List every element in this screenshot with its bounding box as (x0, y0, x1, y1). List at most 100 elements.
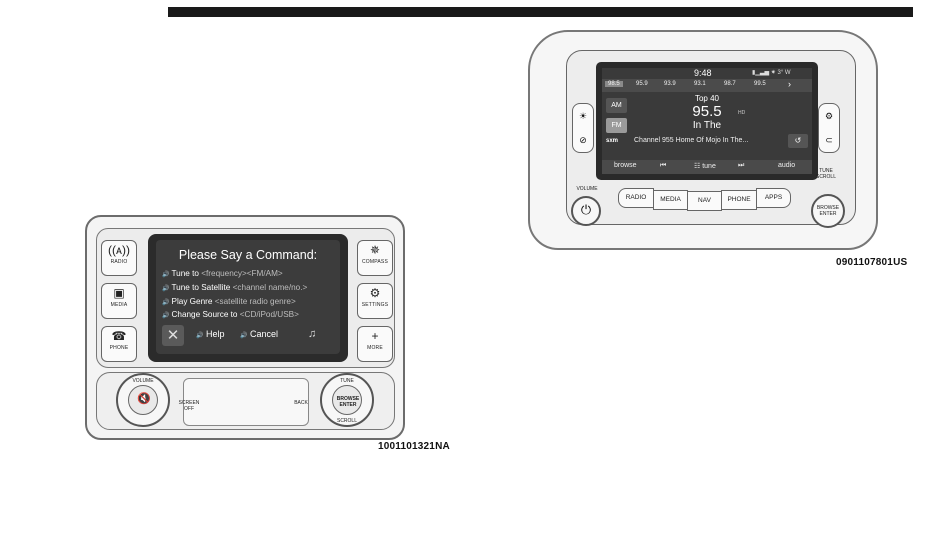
seek-forward-icon[interactable]: ⏭ (738, 162, 745, 169)
plus-icon: + (371, 329, 379, 343)
right-figure-caption: 0901107801US (836, 257, 908, 268)
hd-indicator: HD (738, 110, 746, 116)
preset-button[interactable]: 93.1 (694, 81, 706, 87)
back-icon: ⊂ (825, 135, 833, 145)
command-verb: Change Source to (171, 310, 238, 320)
command-argument: <channel name/no.> (232, 282, 308, 292)
apps-source-button[interactable]: APPS (756, 188, 791, 208)
compass-button[interactable]: ✵ COMPASS (357, 240, 393, 276)
phone-button-label: PHONE (109, 345, 129, 351)
scroll-label: SCROLL (336, 418, 357, 424)
media-source-button[interactable]: MEDIA (653, 190, 688, 210)
right-right-side-buttons[interactable]: ⚙ ⊂ (818, 103, 840, 153)
back-label: BACK (294, 400, 308, 406)
replay-icon[interactable]: ↺ (788, 134, 808, 148)
voice-command-item[interactable]: 🔊Play Genre <satellite radio genre> (162, 296, 338, 310)
tune-label: TUNE (340, 378, 354, 384)
settings-button[interactable]: ⚙ SETTINGS (357, 283, 393, 319)
voice-command-screen: Please Say a Command: 🔊Tune to <frequenc… (156, 240, 340, 354)
browse-button[interactable]: browse (614, 162, 637, 169)
preset-button[interactable]: 98.5 (605, 81, 623, 87)
settings-gear-icon: ⚙ (369, 286, 381, 300)
radio-source-button[interactable]: RADIO (618, 188, 654, 208)
more-button-label: MORE (367, 345, 383, 351)
tune-button[interactable]: ☷ tune (694, 163, 716, 170)
help-button[interactable]: 🔊 Help (196, 329, 225, 339)
command-verb: Play Genre (171, 296, 213, 306)
radio-button-label: RADIO (110, 259, 128, 265)
media-button[interactable]: ▣ MEDIA (101, 283, 137, 319)
settings-button-label: SETTINGS (361, 302, 389, 308)
voice-command-bar: ✕ 🔊 Help 🔊 Cancel ♫ (160, 324, 336, 348)
right-browse-knob[interactable]: BROWSE ENTER (811, 194, 845, 228)
screen-off-label: SCREEN OFF (178, 400, 200, 412)
speaker-icon: 🔊 (162, 299, 170, 306)
station-frequency: 95.5 (692, 103, 722, 120)
browse-enter-center[interactable]: BROWSE ENTER (332, 385, 362, 415)
command-verb: Tune to Satellite (171, 282, 231, 292)
compass-button-label: COMPASS (361, 259, 389, 265)
radio-bottom-bar: browse ⏮ ☷ tune ⏭ audio (602, 160, 812, 174)
browse-enter-knob[interactable]: BROWSE ENTER TUNE SCROLL (320, 373, 374, 427)
compass-icon: ✵ (369, 243, 381, 257)
command-argument: <satellite radio genre> (214, 296, 296, 306)
voice-command-item[interactable]: 🔊Change Source to <CD/iPod/USB> (162, 309, 338, 323)
page-header-rule (168, 7, 913, 17)
fm-radio-screen: 9:48 ▮▁▃▅ ✷ 3° W 98.5 95.9 93.9 93.1 98.… (602, 68, 812, 174)
command-verb: Tune to (171, 269, 199, 278)
cd-slot (183, 378, 309, 426)
preset-row: 98.5 95.9 93.9 93.1 98.7 99.5 › (602, 79, 812, 92)
chevron-right-icon[interactable]: › (788, 79, 791, 89)
brightness-icon: ☀ (578, 111, 588, 121)
voice-music-icon[interactable]: ♫ (308, 328, 317, 340)
browse-enter-label: BROWSE ENTER (336, 396, 360, 408)
song-title: In The (692, 120, 722, 131)
phone-button[interactable]: ☎ PHONE (101, 326, 137, 362)
sirius-logo: sxm (606, 138, 619, 144)
media-button-label: MEDIA (110, 302, 128, 308)
radio-button[interactable]: ((ᴀ)) RADIO (101, 240, 137, 276)
phone-source-button[interactable]: PHONE (721, 190, 757, 210)
mute-speaker-icon: 🔇 (137, 393, 151, 405)
clock: 9:48 (694, 68, 712, 78)
audio-button[interactable]: audio (778, 162, 796, 169)
close-icon[interactable]: ✕ (162, 325, 184, 346)
speaker-icon: 🔊 (196, 333, 204, 339)
radio-antenna-icon: ((ᴀ)) (108, 243, 130, 257)
preset-button[interactable]: 99.5 (754, 81, 766, 87)
speaker-icon: 🔊 (240, 333, 248, 339)
speaker-icon: 🔊 (162, 285, 170, 292)
voice-command-item[interactable]: 🔊Tune to <frequency><FM/AM> (162, 268, 338, 282)
voice-command-list: 🔊Tune to <frequency><FM/AM> 🔊Tune to Sat… (162, 268, 338, 323)
cancel-label: Cancel (250, 329, 279, 339)
settings-gear-icon: ⚙ (824, 111, 834, 121)
right-tune-label: TUNE SCROLL (815, 168, 836, 180)
mute-knob-center[interactable]: 🔇 (128, 385, 158, 415)
satellite-channel-info: Channel 955 Home Of Mojo In The... (634, 137, 749, 144)
volume-label: VOLUME (132, 378, 154, 384)
right-left-side-buttons[interactable]: ☀ ⊘ (572, 103, 594, 153)
command-argument: <frequency><FM/AM> (201, 269, 283, 278)
preset-button[interactable]: 98.7 (724, 81, 736, 87)
right-volume-knob[interactable]: ⏻ (571, 196, 601, 226)
help-label: Help (206, 329, 225, 339)
seek-back-icon[interactable]: ⏮ (660, 162, 667, 169)
command-argument: <CD/iPod/USB> (239, 310, 299, 320)
phone-handset-icon: ☎ (111, 329, 127, 343)
station-genre: Top 40 (694, 94, 720, 103)
voice-command-item[interactable]: 🔊Tune to Satellite <channel name/no.> (162, 282, 338, 296)
cancel-button[interactable]: 🔊 Cancel (240, 329, 278, 339)
status-indicators: ▮▁▃▅ ✷ 3° W (752, 70, 791, 76)
more-button[interactable]: + MORE (357, 326, 393, 362)
right-volume-label: VOLUME (576, 186, 598, 192)
volume-knob[interactable]: 🔇 VOLUME (116, 373, 170, 427)
nav-source-button[interactable]: NAV (687, 191, 722, 211)
preset-button[interactable]: 93.9 (664, 81, 676, 87)
power-icon: ⏻ (580, 202, 592, 217)
preset-button[interactable]: 95.9 (636, 81, 648, 87)
screen-off-icon: ⊘ (579, 135, 587, 145)
am-band-button[interactable]: AM (606, 98, 627, 113)
fm-band-button[interactable]: FM (606, 118, 627, 133)
speaker-icon: 🔊 (162, 272, 170, 278)
right-browse-label: BROWSE ENTER (816, 205, 840, 217)
